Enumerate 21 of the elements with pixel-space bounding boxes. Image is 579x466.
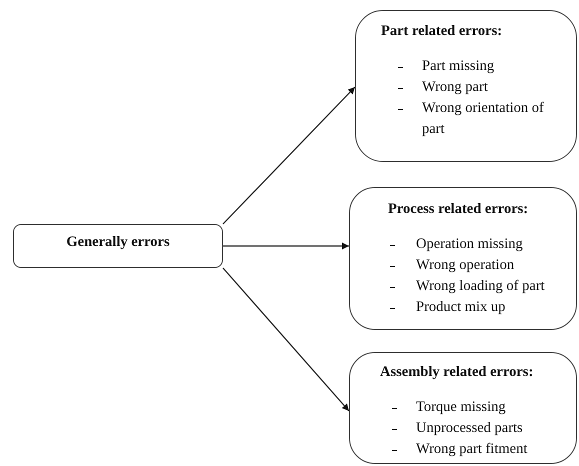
- node-label: Generally errors: [65, 234, 171, 251]
- category-box: [349, 352, 577, 464]
- list-item: Part missing: [422, 57, 496, 76]
- category-heading: Assembly related errors:: [380, 364, 534, 381]
- list-item: Wrong part fitment: [416, 440, 528, 459]
- list-item: Wrong operation: [416, 256, 516, 275]
- arrow: [223, 242, 349, 250]
- category-box: [349, 187, 577, 330]
- category-box: [355, 10, 577, 162]
- category-heading: Process related errors:: [388, 201, 528, 218]
- list-item: Operation missing: [416, 235, 524, 254]
- root-box: [13, 224, 223, 268]
- list-item: Wrong orientation of part: [422, 99, 545, 139]
- list-item: Wrong part: [422, 78, 489, 97]
- list-item: Unprocessed parts: [416, 419, 524, 438]
- arrow: [222, 268, 350, 412]
- list-item: Wrong loading of part: [416, 277, 546, 296]
- list-item: Torque missing: [416, 398, 507, 417]
- list-item: Product mix up: [416, 298, 506, 317]
- category-heading: Part related errors:: [381, 23, 502, 40]
- arrow: [222, 86, 356, 224]
